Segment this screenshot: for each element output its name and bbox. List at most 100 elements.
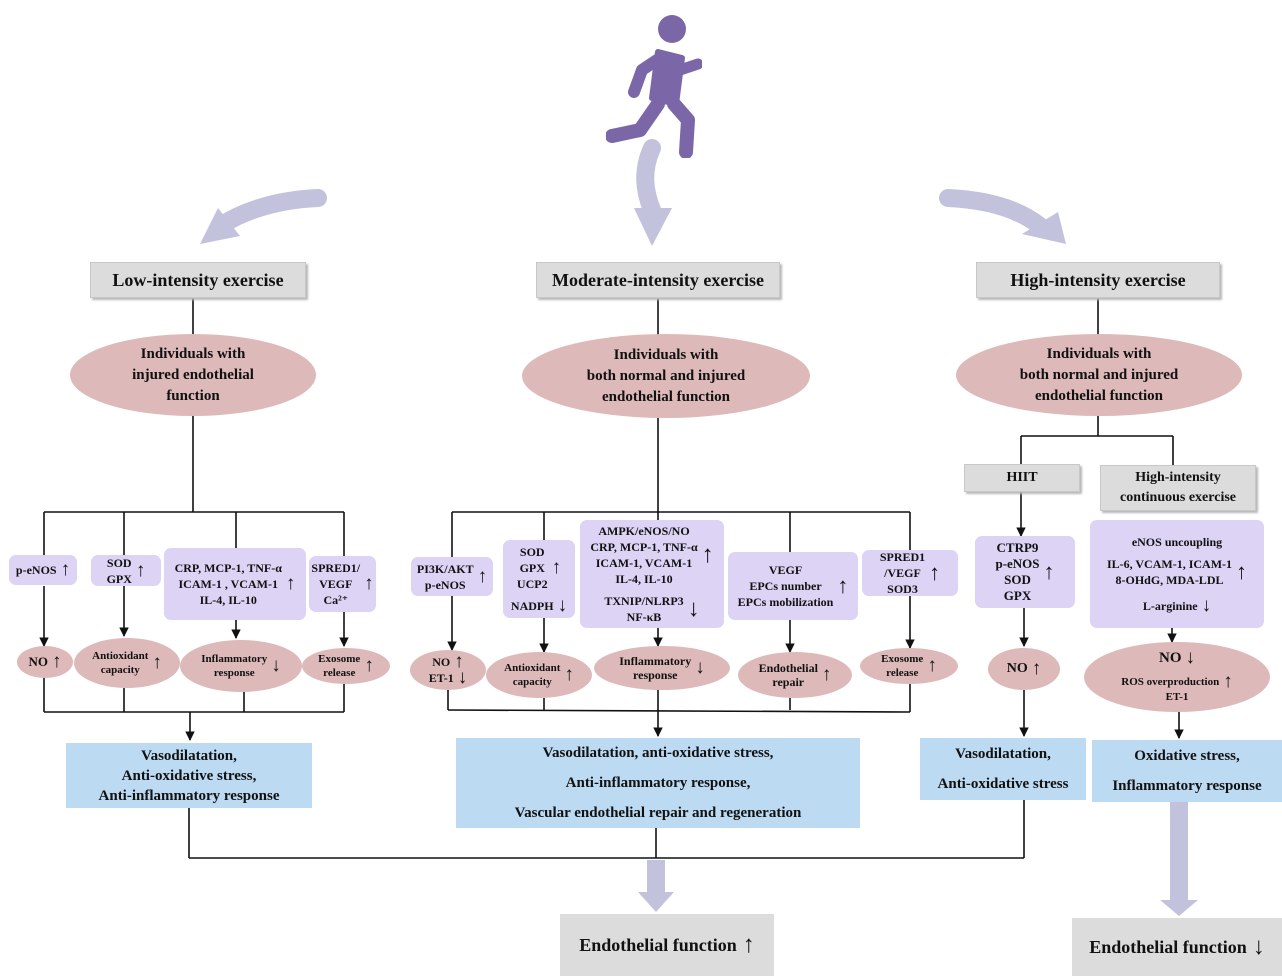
population-low: Individuals with injured endothelial fun…	[70, 334, 316, 416]
effect-text: NO	[1006, 661, 1028, 676]
marker-text: L-arginine	[1142, 599, 1198, 613]
down-arrow-icon: ↓	[457, 667, 468, 688]
marker-text: TXNIP/NLRP3	[604, 594, 684, 608]
up-arrow-icon: ↑	[285, 573, 296, 594]
final-endothelial-down: Endothelial function↓	[1072, 918, 1282, 976]
marker-text: NADPH	[510, 599, 554, 613]
up-arrow-icon: ↑	[927, 655, 937, 676]
continuous-exercise-header: High-intensity continuous exercise	[1100, 465, 1256, 511]
up-arrow-icon: ↑	[1223, 671, 1233, 692]
outcome-continuous-line: Inflammatory response	[1112, 778, 1262, 794]
hiit-header: HIIT	[964, 464, 1080, 492]
marker-text: CRP, MCP-1, TNF-α	[174, 561, 282, 575]
outcome-moderate-line: Anti-inflammatory response,	[565, 775, 751, 791]
marker-text: SPRED1	[879, 550, 926, 564]
effect-ellipse-no-high: NO↑	[988, 648, 1060, 690]
population-high: Individuals with both normal and injured…	[956, 334, 1242, 416]
down-arrow-icon: ↓	[1252, 933, 1265, 960]
down-arrow-icon: ↓	[271, 655, 281, 676]
population-low-line: injured endothelial	[132, 366, 254, 383]
marker-text: ICAM-1 , VCAM-1	[178, 577, 278, 591]
down-arrow-icon: ↓	[1185, 647, 1196, 668]
hiit-header-label: HIIT	[1006, 470, 1038, 485]
marker-text: EPCs mobilization	[737, 595, 834, 609]
marker-text: VEGF	[768, 563, 803, 577]
effect-text: repair	[772, 675, 805, 689]
effect-ellipse-no-et1: NO↑ ET-1↓	[410, 650, 486, 690]
effect-text: NO	[1159, 650, 1182, 666]
up-arrow-icon: ↑	[1043, 559, 1055, 584]
effect-text: ET-1	[1165, 691, 1189, 703]
up-arrow-icon: ↑	[477, 565, 488, 587]
effect-text: NO	[28, 654, 49, 669]
low-intensity-header-label: Low-intensity exercise	[112, 269, 284, 290]
effect-text: Exosome	[318, 653, 361, 665]
population-moderate-line: Individuals with	[613, 346, 719, 363]
marker-text: SPRED1/	[311, 561, 361, 575]
marker-text: GPX	[106, 571, 132, 586]
up-arrow-icon: ↑	[454, 651, 464, 672]
up-arrow-icon: ↑	[837, 573, 849, 598]
outcome-moderate-line: Vascular endothelial repair and regenera…	[514, 805, 802, 821]
down-arrow-icon: ↓	[695, 657, 705, 678]
marker-box-peNOS: p-eNOS↑	[9, 555, 77, 585]
marker-text: Ca²⁺	[323, 593, 349, 607]
runner-icon	[606, 15, 702, 158]
effect-text: Exosome	[881, 653, 924, 665]
marker-text: IL-4, IL-10	[199, 593, 257, 607]
up-arrow-icon: ↑	[152, 652, 162, 673]
effect-text: Inflammatory	[619, 654, 692, 668]
down-arrow-icon: ↓	[1201, 595, 1212, 616]
marker-text: AMPK/eNOS/NO	[598, 524, 690, 538]
up-arrow-icon: ↑	[135, 559, 146, 581]
effect-text: NO	[432, 655, 451, 669]
population-moderate: Individuals with both normal and injured…	[522, 334, 810, 418]
marker-text: EPCs number	[749, 579, 822, 593]
population-low-line: Individuals with	[140, 345, 246, 362]
marker-text: p-eNOS	[995, 556, 1040, 571]
up-arrow-icon: ↑	[564, 664, 574, 685]
up-arrow-icon: ↑	[929, 560, 941, 585]
final-down-label: Endothelial function	[1089, 936, 1247, 957]
down-arrow-icon: ↓	[687, 596, 700, 622]
low-intensity-header: Low-intensity exercise	[90, 262, 306, 298]
high-intensity-header-label: High-intensity exercise	[1010, 269, 1186, 290]
marker-text: p-eNOS	[15, 563, 57, 577]
marker-text: ICAM-1, VCAM-1	[595, 556, 693, 570]
marker-text: SOD	[106, 555, 132, 570]
up-arrow-icon: ↑	[821, 664, 832, 685]
effect-text: capacity	[100, 664, 140, 676]
outcome-continuous-line: Oxidative stress,	[1134, 748, 1240, 764]
down-arrow-icon: ↓	[557, 595, 568, 616]
population-high-line: both normal and injured	[1019, 366, 1179, 383]
outcome-hiit: Vasodilatation, Anti-oxidative stress	[920, 738, 1086, 800]
final-endothelial-up: Endothelial function↑	[560, 914, 774, 976]
outcome-continuous: Oxidative stress, Inflammatory response	[1092, 740, 1282, 802]
effect-ellipse-antioxidant: Antioxidant capacity ↑	[74, 638, 180, 688]
marker-text: eNOS uncoupling	[1131, 535, 1223, 549]
effect-text: Antioxidant	[92, 650, 149, 662]
up-arrow-icon: ↑	[60, 559, 71, 580]
up-arrow-icon: ↑	[1236, 559, 1248, 584]
up-arrow-icon: ↑	[52, 651, 62, 672]
effect-ellipse-no: NO↑	[17, 646, 73, 678]
marker-text: PI3K/AKT	[416, 561, 474, 576]
up-arrow-icon: ↑	[742, 931, 755, 958]
marker-text: NF-κB	[626, 610, 662, 624]
outcome-low-line: Anti-oxidative stress,	[121, 767, 257, 784]
moderate-intensity-header: Moderate-intensity exercise	[536, 262, 780, 298]
population-low-line: function	[166, 387, 220, 404]
marker-text: VEGF	[319, 577, 353, 591]
marker-text: SOD	[1004, 572, 1031, 587]
up-arrow-icon: ↑	[364, 655, 374, 676]
effect-text: Antioxidant	[504, 662, 561, 674]
up-arrow-icon: ↑	[1031, 658, 1042, 679]
marker-text: SOD3	[887, 582, 918, 596]
